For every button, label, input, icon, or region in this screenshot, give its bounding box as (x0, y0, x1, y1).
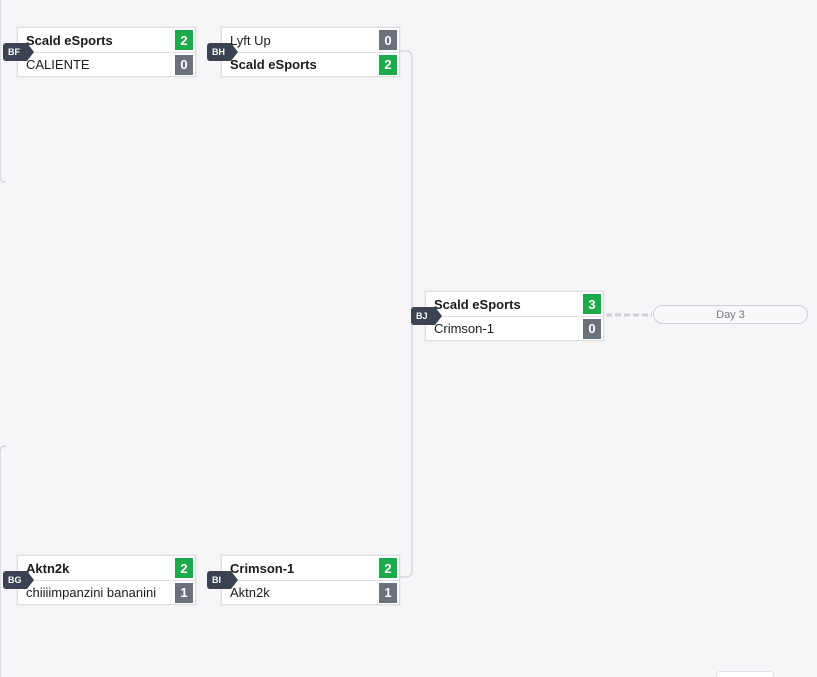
team-score: 2 (379, 558, 397, 578)
match-tag: BF (3, 43, 34, 61)
match-bi[interactable]: Crimson-1 2 Aktn2k 1 BI (207, 555, 400, 605)
match-tag: BG (3, 571, 34, 589)
match-tag: BJ (411, 307, 442, 325)
match-bf-team2[interactable]: CALIENTE 0 (18, 52, 195, 76)
team-score: 2 (175, 558, 193, 578)
match-tag: BI (207, 571, 238, 589)
team-score: 1 (175, 582, 193, 603)
match-bg-team1[interactable]: Aktn2k 2 (18, 556, 195, 580)
team-name: CALIENTE (26, 57, 90, 72)
match-tag: BH (207, 43, 238, 61)
connector-prev-bottom (0, 445, 7, 677)
match-bg[interactable]: Aktn2k 2 chiiiimpanzini bananini 1 BG (3, 555, 196, 605)
team-score: 3 (583, 294, 601, 314)
match-bh-team2[interactable]: Scald eSports 2 (222, 52, 399, 76)
team-name: Aktn2k (230, 585, 270, 600)
team-score: 0 (379, 30, 397, 50)
match-bf-team1[interactable]: Scald eSports 2 (18, 28, 195, 52)
team-name: Scald eSports (26, 32, 113, 48)
team-score: 1 (379, 582, 397, 603)
bottom-tab[interactable] (716, 671, 774, 677)
match-bj-team2[interactable]: Crimson-1 0 (426, 316, 603, 340)
connector-prev-top (0, 0, 7, 183)
team-score: 0 (175, 54, 193, 75)
team-name: Crimson-1 (230, 560, 295, 576)
match-bh[interactable]: Lyft Up 0 Scald eSports 2 BH (207, 27, 400, 77)
match-bj[interactable]: Scald eSports 3 Crimson-1 0 BJ (411, 291, 604, 341)
team-score: 2 (379, 54, 397, 75)
team-name: Crimson-1 (434, 321, 494, 336)
team-score: 2 (175, 30, 193, 50)
match-bf[interactable]: Scald eSports 2 CALIENTE 0 BF (3, 27, 196, 77)
team-name: Scald eSports (434, 296, 521, 312)
team-name: chiiiimpanzini bananini (26, 585, 157, 600)
match-bg-team2[interactable]: chiiiimpanzini bananini 1 (18, 580, 195, 604)
next-round-pill[interactable]: Day 3 (653, 305, 808, 324)
team-name: Scald eSports (230, 57, 317, 72)
match-bh-team1[interactable]: Lyft Up 0 (222, 28, 399, 52)
match-bi-team2[interactable]: Aktn2k 1 (222, 580, 399, 604)
match-bi-team1[interactable]: Crimson-1 2 (222, 556, 399, 580)
team-name: Aktn2k (26, 560, 70, 576)
match-bj-team1[interactable]: Scald eSports 3 (426, 292, 603, 316)
team-name: Lyft Up (230, 32, 271, 48)
team-score: 0 (583, 318, 601, 339)
